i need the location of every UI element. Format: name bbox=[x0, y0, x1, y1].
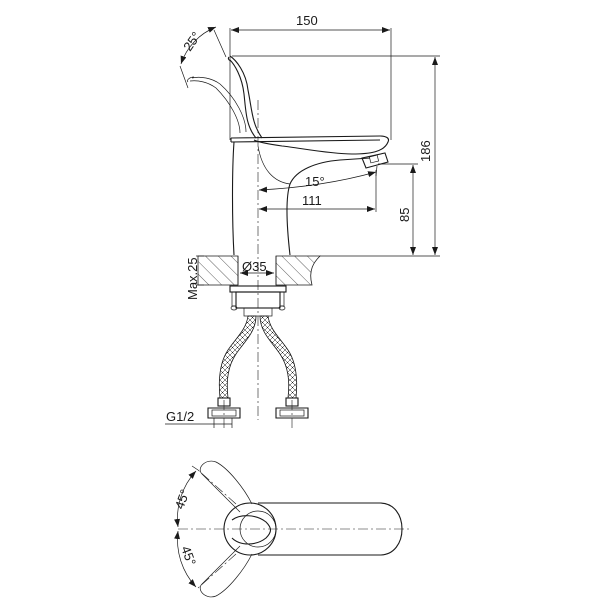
side-elevation-view: 150 186 85 25° bbox=[165, 13, 440, 430]
dim-height-186: 186 bbox=[418, 140, 433, 162]
dim-inlet-thread: G1/2 bbox=[166, 409, 194, 424]
dim-base-diameter: Ø35 bbox=[242, 259, 267, 274]
dim-handle-angle-25: 25° bbox=[180, 29, 204, 54]
dim-max-thickness: Max.25 bbox=[185, 257, 200, 300]
dim-rotation-right: 45° bbox=[178, 544, 199, 568]
top-plan-view: 45° 45° bbox=[172, 460, 410, 598]
dim-spout-angle-15: 15° bbox=[305, 174, 325, 189]
dim-spout-height-85: 85 bbox=[397, 208, 412, 222]
dim-rotation-left: 45° bbox=[172, 487, 193, 511]
countertop-section bbox=[197, 255, 321, 286]
dim-spout-reach-111: 111 bbox=[302, 193, 322, 208]
dim-width-150: 150 bbox=[296, 13, 318, 28]
